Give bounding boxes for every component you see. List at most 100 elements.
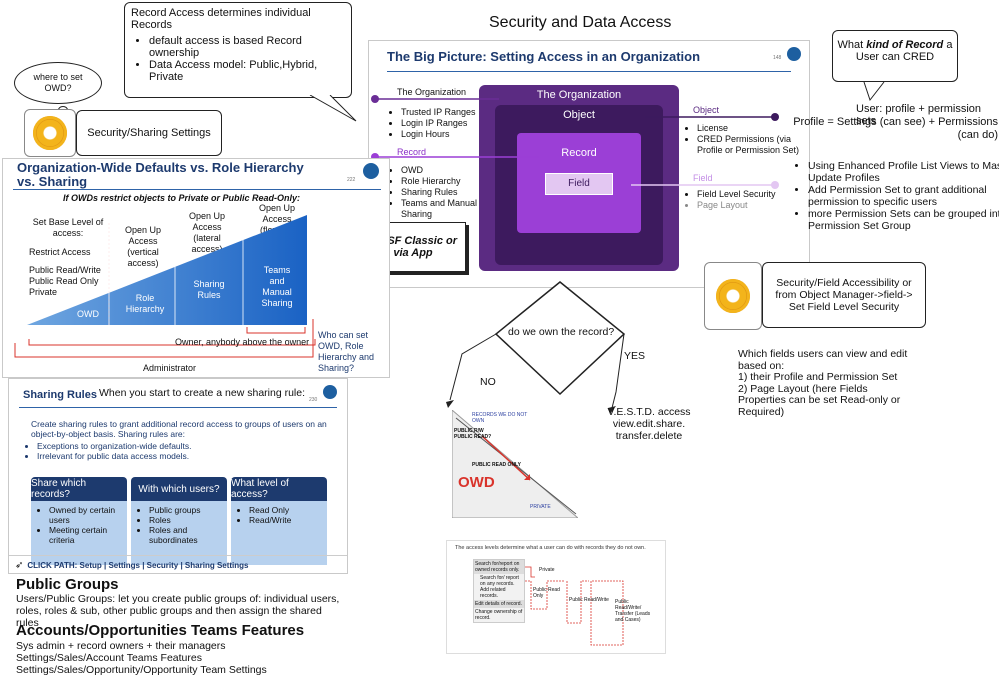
access-wedge: [14, 211, 316, 358]
slide-page-number: 222: [347, 177, 356, 183]
cursor-icon: ➶: [15, 559, 24, 571]
access-table-figure: The access levels determine what a user …: [446, 540, 666, 654]
access-brackets: [525, 566, 624, 646]
table-row: Edit details of record.: [474, 600, 524, 608]
list-item: Meeting certain criteria: [49, 525, 121, 545]
fields-note-intro: Which fields users can view and edit bas…: [738, 348, 908, 372]
records-not-own: RECORDS WE DO NOT OWN: [472, 412, 528, 424]
trailhead-logo: [323, 385, 337, 399]
sharing-box-access: What level of access? Read Only Read/Wri…: [231, 477, 327, 565]
owd-subtitle: If OWDs restrict objects to Private or P…: [63, 193, 301, 203]
list-item: Login Hours: [401, 129, 476, 140]
field-security-text: Security/Field Accessibility or from Obj…: [775, 277, 913, 313]
list-item: CRED Permissions (via Profile or Permiss…: [697, 134, 807, 156]
box-header: With which users?: [131, 477, 227, 501]
center-org-label: The Organization: [536, 89, 622, 101]
list-item: License: [697, 123, 807, 134]
slide-rule: [387, 71, 791, 72]
level-private: Private: [539, 567, 555, 573]
teams-lines: Sys admin + record owners + their manage…: [16, 640, 267, 676]
box-header: Share which records?: [31, 477, 127, 501]
field-side-label: Field: [693, 173, 713, 183]
list-item: Exceptions to organization-wide defaults…: [37, 441, 192, 451]
record-access-bullets: default access is based Record ownership…: [131, 35, 345, 83]
trailhead-logo: [363, 163, 379, 179]
box-header: What level of access?: [231, 477, 327, 501]
object-side-items: License CRED Permissions (via Profile or…: [679, 123, 807, 156]
list-item: OWD: [401, 165, 493, 176]
list-item: Add Permission Set to grant additional p…: [808, 184, 999, 208]
org-side-items: Trusted IP Ranges Login IP Ranges Login …: [383, 107, 476, 140]
object-box: Object Record Field: [495, 105, 663, 265]
list-item: Trusted IP Ranges: [401, 107, 476, 118]
owd-slide: Organization-Wide Defaults vs. Role Hier…: [2, 158, 390, 378]
box-body: Read Only Read/Write: [231, 501, 327, 565]
open-up-lateral: Open Up Access (lateral access): [188, 211, 226, 254]
center-record-label: Record: [561, 147, 597, 159]
list-item: Teams and Manual Sharing: [401, 198, 493, 220]
center-object-label: Object: [563, 109, 595, 121]
open-up-vertical: Open Up Access (vertical access): [124, 225, 162, 268]
list-item: more Permission Sets can be grouped into…: [808, 208, 999, 232]
object-side-label: Object: [693, 105, 720, 115]
click-path-bar: ➶ CLICK PATH: Setup | Settings | Securit…: [9, 555, 347, 574]
table-row: Search for/ report on any records.Add re…: [474, 574, 524, 600]
what-kind-tail: [863, 81, 885, 102]
level-transfer: Public Read/Write/ Transfer (Leads and C…: [615, 599, 651, 623]
level-public-rw: Public Read/Write: [569, 597, 609, 603]
levels-label: Public Read/Write Public Read Only Priva…: [29, 265, 101, 297]
who-can-set: Who can set OWD, Role Hierarchy and Shar…: [318, 330, 375, 373]
field-box: Field: [545, 173, 613, 195]
sharing-slide-note: When you start to create a new sharing r…: [99, 387, 306, 399]
public-groups-text: Users/Public Groups: let you create publ…: [16, 593, 340, 629]
trailhead-logo: [787, 47, 801, 61]
list-item: Sharing Rules: [401, 187, 493, 198]
gear-icon: [33, 116, 67, 150]
table-row: Change ownership of record.: [475, 609, 523, 621]
sharing-slide-title: Sharing Rules: [23, 389, 97, 401]
owd-slide-title: Organization-Wide Defaults vs. Role Hier…: [17, 160, 304, 189]
list-item: Page Layout: [697, 200, 776, 211]
table-row: Search for/report on owned records only.: [474, 560, 524, 574]
list-item: Role Hierarchy: [401, 176, 493, 187]
sharing-rules-slide: Sharing Rules When you start to create a…: [8, 378, 348, 574]
user-profile-text: User: profile + permission sets: [856, 103, 982, 127]
record-side-items: OWD Role Hierarchy Sharing Rules Teams a…: [383, 165, 493, 220]
set-base-label: Set Base Level of access:: [32, 217, 104, 238]
list-item: Read Only: [249, 505, 321, 515]
list-item: Roles: [149, 515, 221, 525]
owd-cloud-text: where to set OWD?: [33, 72, 83, 93]
access-rows: Search for/report on owned records only.…: [473, 559, 525, 623]
owd-cloud: where to set OWD?: [14, 62, 102, 104]
via-sf-text: via SF Classic or via App: [368, 235, 458, 259]
decision-yes: YES: [624, 350, 646, 362]
public-groups-heading: Public Groups: [16, 576, 119, 593]
fields-note-line: 2) Page Layout (here Fields Properties c…: [738, 382, 901, 418]
record-access-callout: Record Access determines individual Reco…: [124, 2, 352, 98]
sharing-box-users: With which users? Public groups Roles Ro…: [131, 477, 227, 565]
teams-line: Settings/Sales/Opportunity/Opportunity T…: [16, 664, 267, 676]
owd-wedge-label: OWD: [77, 309, 99, 319]
list-item: Public groups: [149, 505, 221, 515]
slide-page-number: 230: [309, 397, 318, 403]
settings-gear-tile: [24, 109, 76, 157]
decision-question: do we own the record?: [508, 326, 615, 338]
what-kind-prefix: What: [837, 39, 867, 51]
list-item: Irrelevant for public data access models…: [37, 451, 192, 461]
decision-no: NO: [480, 376, 496, 388]
list-item: Data Access model: Public,Hybrid, Privat…: [149, 59, 345, 83]
list-item: default access is based Record ownership: [149, 35, 345, 59]
box-body: Public groups Roles Roles and subordinat…: [131, 501, 227, 565]
public-rw-label: PUBLIC R/W PUBLIC READ?: [454, 428, 492, 440]
sharing-rules-label: Sharing Rules: [193, 279, 225, 300]
owd-triangle-diagram: RECORDS WE DO NOT OWN PUBLIC R/W PUBLIC …: [452, 410, 578, 518]
sharing-bullets: Exceptions to organization-wide defaults…: [25, 441, 192, 461]
fields-note-line: 1) their Profile and Permission Set: [738, 371, 898, 383]
permission-bullets: Using Enhanced Profile List Views to Mas…: [790, 160, 999, 232]
list-item: Read/Write: [249, 515, 321, 525]
restrict-label: Restrict Access: [29, 247, 91, 257]
org-side-label: The Organization: [397, 87, 467, 97]
security-sharing-label: Security/Sharing Settings: [87, 127, 211, 139]
record-box: Record Field: [517, 133, 641, 233]
administrator-label: Administrator: [143, 363, 197, 373]
